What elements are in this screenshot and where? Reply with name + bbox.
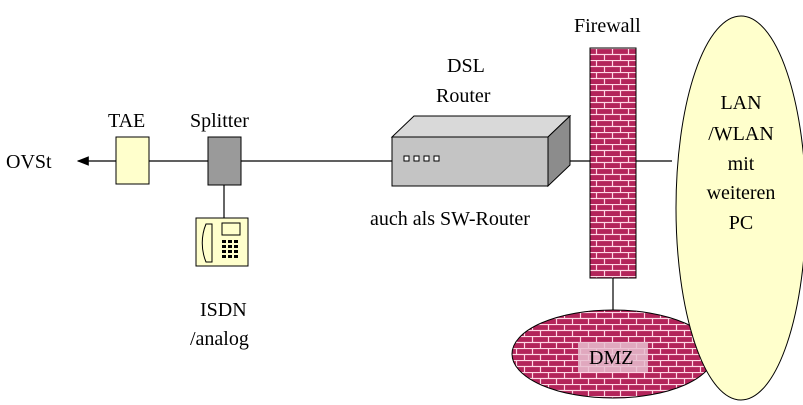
telephone-icon [195, 217, 249, 267]
lan-ellipse [675, 15, 803, 401]
phone-label-line2: /analog [190, 328, 249, 350]
lan-label-line4: weiteren [707, 182, 776, 204]
ovst-label: OVSt [6, 151, 52, 173]
lan-label-line5: PC [729, 212, 753, 234]
lan-label-line1: LAN [720, 92, 761, 114]
router-label-line1: DSL [447, 55, 485, 77]
dmz-label: DMZ [589, 347, 633, 369]
tae-label: TAE [108, 110, 145, 132]
firewall-wall [589, 47, 637, 279]
tae-box [115, 136, 150, 185]
router-sub-label: auch als SW-Router [370, 208, 530, 230]
lan-label-line3: mit [728, 153, 755, 175]
firewall-label: Firewall [574, 15, 641, 37]
phone-label-line1: ISDN [200, 299, 247, 321]
dmz-label-box [578, 342, 648, 372]
dsl-router-box [390, 114, 572, 188]
splitter-box [207, 136, 242, 186]
splitter-label: Splitter [190, 110, 249, 132]
lan-label-line2: /WLAN [708, 123, 774, 145]
router-label-line2: Router [436, 85, 491, 107]
